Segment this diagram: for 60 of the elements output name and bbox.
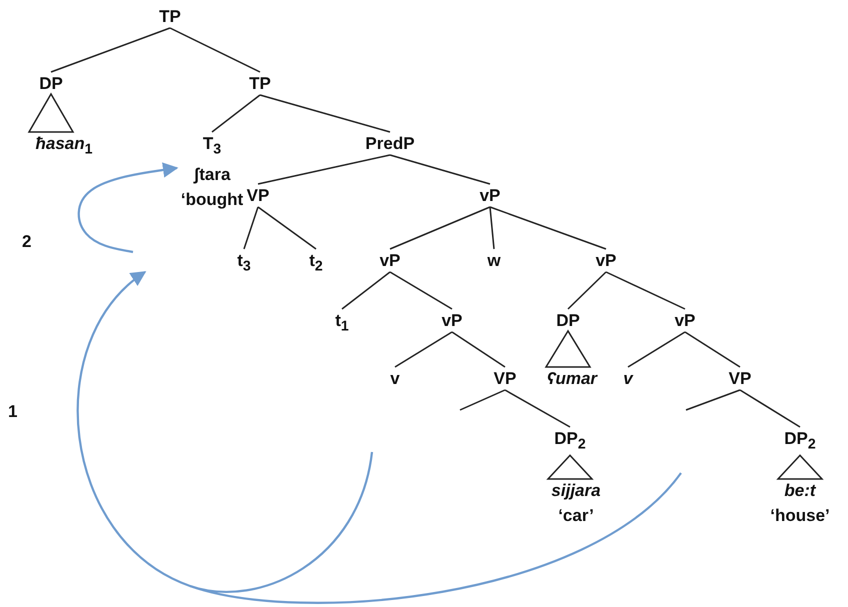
branch-line bbox=[50, 27, 170, 73]
node-label: vP bbox=[480, 183, 500, 208]
node-label: VP bbox=[246, 183, 270, 208]
branch-line bbox=[606, 271, 686, 310]
branch-line bbox=[258, 154, 390, 185]
node-label: ‘bought bbox=[180, 189, 244, 212]
node-label: DP$_{2}$ bbox=[784, 426, 816, 458]
branch-line bbox=[489, 206, 495, 250]
node-label: w bbox=[487, 248, 501, 273]
branch-line bbox=[390, 271, 452, 310]
node-label: vP bbox=[596, 248, 616, 273]
empty-branch-line bbox=[686, 389, 740, 411]
node-label: TP bbox=[159, 4, 181, 29]
branch-line bbox=[567, 271, 607, 310]
node-label: vP bbox=[380, 248, 400, 273]
node-label: t$_{2}$ bbox=[309, 248, 323, 280]
roof-triangle bbox=[28, 92, 74, 133]
branch-line bbox=[390, 206, 490, 250]
branch-line bbox=[684, 331, 740, 368]
node-label: vP bbox=[442, 308, 462, 333]
node-label: t$_{1}$ bbox=[335, 308, 349, 340]
node-label: t$_{3}$ bbox=[237, 248, 251, 280]
branch-line bbox=[243, 206, 259, 250]
node-label: VP bbox=[494, 366, 516, 391]
node-label: VP bbox=[728, 366, 752, 391]
node-label: vP bbox=[674, 308, 696, 333]
node-label: v bbox=[390, 366, 400, 391]
node-label: DP bbox=[556, 308, 580, 333]
movement-arrow bbox=[78, 162, 178, 254]
node-label: be:t bbox=[783, 480, 817, 502]
branch-line bbox=[260, 94, 390, 133]
branch-line bbox=[342, 271, 390, 310]
branch-line bbox=[212, 94, 260, 133]
node-label: v bbox=[623, 366, 633, 391]
branch-line bbox=[628, 331, 686, 368]
empty-branch-line bbox=[460, 389, 506, 411]
step-number: 1 bbox=[8, 402, 18, 422]
node-label: TP bbox=[249, 71, 271, 96]
node-label: ħasan$_{1}$ bbox=[36, 131, 92, 162]
branch-line bbox=[390, 154, 490, 185]
step-number: 2 bbox=[22, 232, 32, 252]
node-label: DP$_{2}$ bbox=[554, 426, 586, 458]
node-label: ‘car’ bbox=[557, 505, 595, 527]
branch-line bbox=[258, 206, 316, 250]
roof-triangle bbox=[544, 330, 592, 368]
branch-line bbox=[490, 206, 606, 250]
node-label: DP bbox=[39, 71, 63, 96]
branch-line bbox=[452, 331, 506, 368]
branch-line bbox=[740, 389, 800, 428]
roof-triangle bbox=[776, 454, 824, 480]
branch-line bbox=[504, 389, 570, 428]
node-label: ʕumar bbox=[546, 366, 598, 391]
node-label: ʃtara bbox=[192, 164, 232, 186]
node-label: PredP bbox=[365, 131, 415, 156]
node-label: T$_{3}$ bbox=[202, 133, 222, 160]
roof-triangle bbox=[546, 454, 594, 480]
branch-line bbox=[170, 27, 260, 73]
node-label: sijjara bbox=[551, 480, 601, 502]
node-label: ‘house’ bbox=[770, 505, 830, 527]
branch-line bbox=[394, 331, 452, 368]
